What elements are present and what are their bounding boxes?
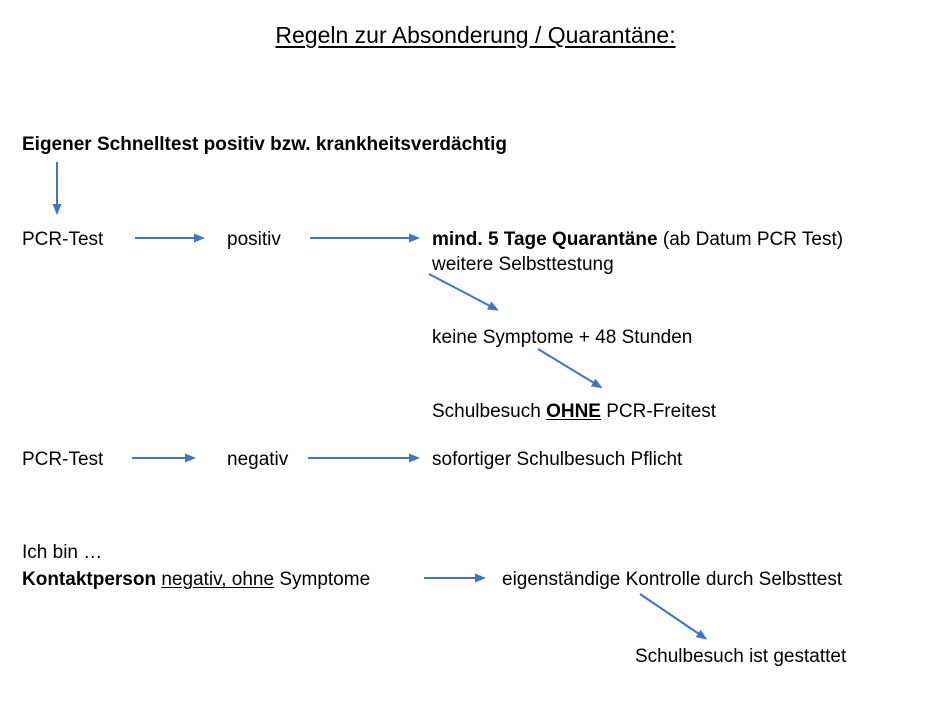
outcome-negative: sofortiger Schulbesuch Pflicht <box>432 449 683 470</box>
arrow-diagonal-down-icon <box>639 593 708 640</box>
result-negativ: negativ <box>227 449 289 470</box>
contact-result: Schulbesuch ist gestattet <box>635 646 847 667</box>
contact-intro: Ich bin … <box>22 542 103 563</box>
node-pcr-test-negative: PCR-Test <box>22 449 104 470</box>
result-positiv: positiv <box>227 229 281 250</box>
outcome-positive-line2: weitere Selbsttestung <box>432 254 614 275</box>
step-school-without-test: Schulbesuch OHNE PCR-Freitest <box>432 399 716 424</box>
arrow-diagonal-down-icon <box>537 348 603 389</box>
page-title: Regeln zur Absonderung / Quarantäne: <box>275 22 676 48</box>
contact-check: eigenständige Kontrolle durch Selbsttest <box>502 569 843 590</box>
contact-person-rest: Symptome <box>274 569 371 590</box>
step-no-symptoms: keine Symptome + 48 Stunden <box>432 327 693 348</box>
contact-person-bold: Kontaktperson <box>22 569 162 590</box>
start-condition: Eigener Schnelltest positiv bzw. krankhe… <box>22 134 507 155</box>
contact-condition: Kontaktperson negativ, ohne Symptome <box>22 567 370 592</box>
contact-person-underlined: negativ, ohne <box>161 569 275 590</box>
outcome-positive: mind. 5 Tage Quarantäne (ab Datum PCR Te… <box>432 227 843 252</box>
school-pre: Schulbesuch <box>432 401 547 422</box>
node-pcr-test-positive: PCR-Test <box>22 229 104 250</box>
school-emphasis: OHNE <box>546 401 601 422</box>
outcome-positive-bold: mind. 5 Tage Quarantäne <box>432 229 658 250</box>
school-post: PCR-Freitest <box>600 401 717 422</box>
outcome-positive-note: (ab Datum PCR Test) <box>657 229 844 250</box>
arrow-diagonal-down-icon <box>428 273 499 311</box>
